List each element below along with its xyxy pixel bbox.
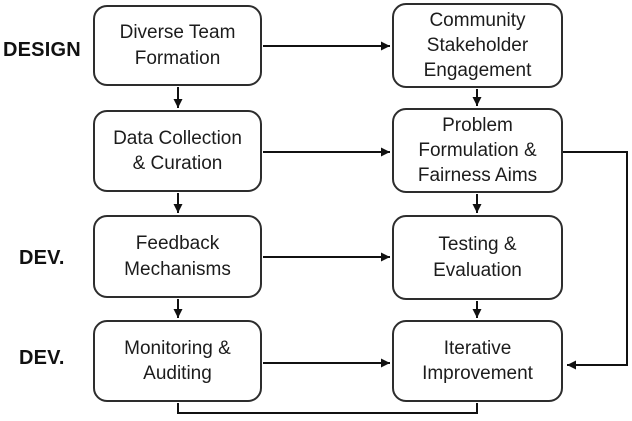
node-monitoring-auditing: Monitoring & Auditing (93, 320, 262, 402)
node-testing-evaluation: Testing & Evaluation (392, 215, 563, 300)
node-diverse-team-formation: Diverse Team Formation (93, 5, 262, 86)
node-problem-formulation-fairness-aims: Problem Formulation & Fairness Aims (392, 108, 563, 193)
node-feedback-mechanisms: Feedback Mechanisms (93, 215, 262, 298)
arrow-problem-formulation-loop-to-iterative-improvement (563, 151, 628, 370)
phase-label-design: DESIGN (3, 39, 81, 61)
node-iterative-improvement: Iterative Improvement (392, 320, 563, 402)
phase-label-dev-1: DEV. (19, 247, 65, 269)
node-data-collection-curation: Data Collection & Curation (93, 110, 262, 192)
connector-monitoring-auditing-bottom-to-iterative-improvement (177, 403, 478, 414)
node-community-stakeholder-engagement: Community Stakeholder Engagement (392, 3, 563, 88)
phase-label-dev-2: DEV. (19, 347, 65, 369)
